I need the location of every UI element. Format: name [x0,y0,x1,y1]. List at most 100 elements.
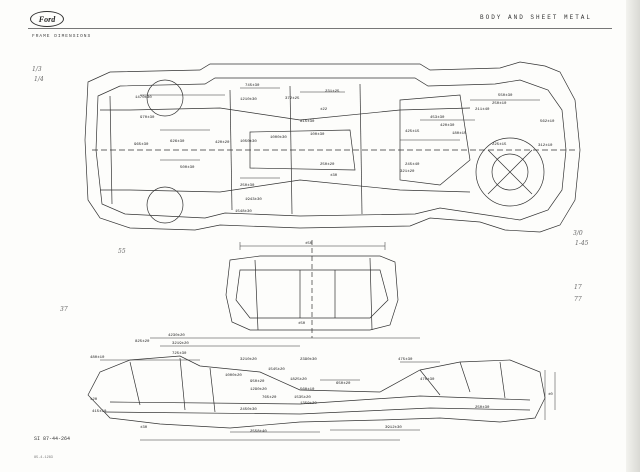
plan-dim-label: 231±25 [325,90,340,94]
page-subtitle: FRAME DIMENSIONS [32,34,92,39]
spare-wheel-well [475,137,545,207]
handwritten-note: 37 [60,306,68,313]
plan-dim-label: 312±10 [538,144,553,148]
plan-dimension-lines [140,87,540,179]
rear-view-dimension [239,242,386,250]
plan-rear-well [399,94,471,186]
plan-dim-label: 250±20 [320,163,335,167]
handwritten-note: 77 [574,296,582,303]
plan-dim-label: 1470±30 [135,96,152,100]
side-dim-label: 1000±20 [225,374,242,378]
side-dim-label: 3210±20 [240,358,257,362]
side-view-floor [109,395,531,405]
plan-front-rails [100,95,130,205]
side-dim-label: 1825±20 [290,378,307,382]
plan-view [84,61,581,233]
side-view-outline [87,355,546,429]
plan-dim-label: 211±40 [475,108,490,112]
side-dim-label: 650±20 [336,382,351,386]
side-dim-label: 3912±30 [385,426,402,430]
plan-dim-label: 500±30 [180,166,195,170]
handwritten-note: 1-45 [575,240,589,247]
spare-wheel-inner [491,153,529,191]
plan-frame-rail-right [129,179,471,193]
side-dim-label: 825±20 [135,340,150,344]
side-dim-label: 1290±20 [250,388,267,392]
side-dim-label: ±0 [548,393,553,397]
page-edge-shadow [626,0,640,472]
front-wheel-arch-right [146,186,184,224]
plan-dim-label: 970±30 [140,116,155,120]
plan-dim-label: 180±15 [452,132,467,136]
plan-dim-label: 453±30 [430,116,445,120]
footer-reference: 85-4-1283 [34,456,53,460]
side-dim-label: 415±10 [92,410,107,414]
plan-crossmember-2 [289,85,293,215]
plan-dim-label: 1548±30 [235,210,252,214]
side-dim-label: 470±30 [420,378,435,382]
handwritten-note: 55 [118,248,126,255]
plan-outline [84,61,581,233]
rear-view-rails [254,257,373,331]
plan-dim-label: 626±30 [170,140,185,144]
side-dim-label: 480±10 [90,356,105,360]
side-dim-label: 765±20 [262,396,277,400]
side-dim-label: 4230±20 [168,334,185,338]
plan-dim-label: 1000±30 [270,136,287,140]
handwritten-note: 3/0 [573,230,583,237]
side-dim-label: 1350±20 [300,402,317,406]
side-dim-label: ±20 [90,398,98,402]
plan-dim-label: ±30 [330,174,338,178]
plan-inner-outline [95,77,567,221]
plan-frame-rail-left [129,107,471,121]
plan-dim-label: 550±30 [498,94,513,98]
side-view-dimension-lines [100,337,440,441]
header-rule [28,28,612,29]
plan-dim-label: 420±30 [440,124,455,128]
plan-dim-label: 100±30 [310,133,325,137]
plan-crossmember-1 [229,89,233,211]
side-dim-label: 2450±30 [240,408,257,412]
ford-logo: Ford [30,11,64,27]
document-number: SI 87-44-264 [34,436,71,442]
side-view-front-structure [129,357,216,413]
plan-dim-label: 965±30 [134,143,149,147]
plan-crossmember-3 [359,83,363,215]
section-title: BODY AND SHEET METAL [480,14,593,21]
plan-dim-label: 745±30 [245,84,260,88]
plan-dim-label: 425±15 [405,130,420,134]
plan-dim-label: 250±10 [492,102,507,106]
spare-wheel-spokes [487,149,533,195]
side-dim-label: 1535±20 [294,396,311,400]
side-dim-label: 560±10 [300,388,315,392]
side-dim-label: 475±30 [398,358,413,362]
rear-view-outline [225,255,399,331]
side-dim-label: 1545±20 [268,368,285,372]
plan-dim-label: 815±30 [300,120,315,124]
plan-dim-label: 1210±30 [240,98,257,102]
side-dim-label: 250±30 [475,406,490,410]
plan-dim-label: 420±20 [215,141,230,145]
logo-text: Ford [38,14,56,24]
plan-dim-label: 225±15 [492,143,507,147]
plan-dim-label: 1050±30 [240,140,257,144]
rear-view-inner [235,269,389,319]
plan-tunnel [249,129,356,171]
handwritten-note: 1/3 [32,66,42,73]
side-dim-label: 2390±30 [300,358,317,362]
plan-dim-label: 372±25 [285,97,300,101]
side-dim-label: 725±30 [172,352,187,356]
rear-dim-label: ±50 [298,322,306,326]
handwritten-note: 17 [574,284,582,291]
side-view [87,337,556,441]
front-wheel-arch-left [146,79,184,117]
side-dim-label: ±30 [140,426,148,430]
side-view-rail-lower [104,407,531,415]
plan-dim-label: 250±30 [240,184,255,188]
side-dim-label: 2558±40 [250,430,267,434]
side-view-vertical-dims [544,370,556,420]
side-view-rear-kick [419,361,506,399]
plan-dim-label: 562±10 [540,120,555,124]
